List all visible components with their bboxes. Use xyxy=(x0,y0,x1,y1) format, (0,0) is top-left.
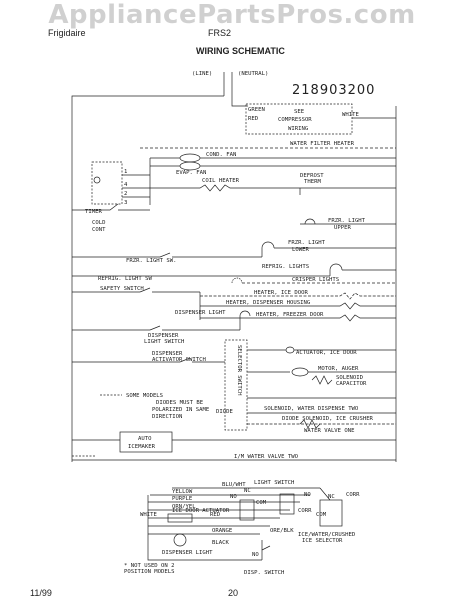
watermark: AppliancePartsPros.com xyxy=(48,0,416,30)
footer-date: 11/99 xyxy=(30,588,52,598)
switch-nc: NC xyxy=(244,488,251,494)
refrig-lights-label: REFRIG. LIGHTS xyxy=(262,264,309,270)
dispenser-light-switch-2: LIGHT SWITCH xyxy=(144,339,184,345)
frzr-light-upper-2: UPPER xyxy=(334,225,351,231)
frzr-light-lower-1: FRZR. LIGHT xyxy=(288,240,326,246)
footer-page: 20 xyxy=(228,588,239,598)
icemaker-label: ICEMAKER xyxy=(128,444,156,450)
frzr-light-sw-label: FRZR. LIGHT SW. xyxy=(126,258,177,264)
refrig-light-sw-label: REFRIG. LIGHT SW xyxy=(98,276,153,282)
ice-water-crushed-1: ICE/WATER/CRUSHED xyxy=(298,532,356,538)
selector-no: NO xyxy=(304,492,311,498)
doc-title: WIRING SCHEMATIC xyxy=(196,46,285,56)
water-filter-heater-label: WATER FILTER HEATER xyxy=(290,141,355,147)
comp-green: GREEN xyxy=(248,107,265,113)
heater-freezer-door-label: HEATER, FREEZER DOOR xyxy=(256,312,324,318)
selector-corr: CORR xyxy=(346,492,360,498)
water-valve-one-label: WATER VALVE ONE xyxy=(304,428,355,434)
actuator-ice-door-label: ACTUATOR, ICE DOOR xyxy=(296,350,357,356)
harness-note-2: POSITION MODELS xyxy=(124,569,175,575)
model-prefix: FRS2 xyxy=(208,28,232,38)
ice-door-actuator-label: ICE DOOR ACTUATOR xyxy=(172,508,230,514)
dispenser-activator-2: ACTIVATOR SWITCH xyxy=(152,357,206,363)
evap-fan-label: EVAP. FAN xyxy=(176,170,206,176)
solenoid-water-two-label: SOLENOID, WATER DISPENSE TWO xyxy=(264,406,359,412)
brand-label: Frigidaire xyxy=(48,28,86,38)
diode-label: DIODE xyxy=(216,409,233,415)
crisper-lights-label: CRISPER LIGHTS xyxy=(292,277,339,283)
terminal-2: 2 xyxy=(124,191,127,197)
disp-switch-label: DISP. SWITCH xyxy=(244,570,284,576)
wire-black: BLACK xyxy=(212,540,229,546)
capacitor-label: CAPACITOR xyxy=(336,381,367,387)
motor-auger-label: MOTOR, AUGER xyxy=(318,366,359,372)
comp-red: RED xyxy=(248,116,259,122)
coil-heater-label: COIL HEATER xyxy=(202,178,240,184)
wire-orange: ORANGE xyxy=(212,528,233,534)
switch-no: NO xyxy=(230,494,237,500)
diodes-note-1: DIODES MUST BE xyxy=(156,400,204,406)
heater-ice-door-label: HEATER, ICE DOOR xyxy=(254,290,309,296)
wire-ore-blk: ORE/BLK xyxy=(270,528,294,534)
terminal-1: 1 xyxy=(124,169,127,175)
safety-switch-label: SAFETY SWITCH xyxy=(100,286,144,292)
cond-fan-label: COND. FAN xyxy=(206,152,236,158)
wire-white: WHITE xyxy=(140,512,157,518)
diodes-note-2: POLARIZED IN SAME xyxy=(152,407,210,413)
wire-purple: PURPLE xyxy=(172,496,193,502)
im-water-valve-two-label: I/M WATER VALVE TWO xyxy=(234,454,299,460)
comp-see: SEE xyxy=(294,109,305,115)
defrost-label: DEFROST xyxy=(300,173,324,179)
comp-white: WHITE xyxy=(342,112,359,118)
neutral-label: (NEUTRAL) xyxy=(238,71,268,77)
wire-orn-yel: ORN/YEL xyxy=(172,504,196,510)
disp-switch-no: NO xyxy=(252,552,259,558)
light-switch-label: LIGHT SWITCH xyxy=(254,480,294,486)
part-number: 218903200 xyxy=(292,83,375,98)
wire-yellow: YELLOW xyxy=(172,489,193,495)
terminal-4: 4 xyxy=(124,182,128,188)
wire-blu-wht: BLU/WHT xyxy=(222,482,246,488)
solenoid-label: SOLENOID xyxy=(336,375,364,381)
comp-wiring: WIRING xyxy=(288,126,309,132)
selector-com: COM xyxy=(316,512,327,518)
cold-label: COLD xyxy=(92,220,106,226)
wire-red: RED xyxy=(210,512,221,518)
timer-label: TIMER xyxy=(85,209,102,215)
heater-dispenser-housing-label: HEATER, DISPENSER HOUSING xyxy=(226,300,311,306)
some-models-label: SOME MODELS xyxy=(126,393,163,399)
dispenser-light-label: DISPENSER LIGHT xyxy=(175,310,226,316)
harness-dispenser-light: DISPENSER LIGHT xyxy=(162,550,213,556)
comp-compressor: COMPRESSOR xyxy=(278,117,312,123)
frzr-light-lower-2: LOWER xyxy=(292,247,309,253)
switch-corr: CORR xyxy=(298,508,312,514)
auto-label: AUTO xyxy=(138,436,152,442)
terminal-3: 3 xyxy=(124,200,127,206)
ice-water-crushed-2: ICE SELECTOR xyxy=(302,538,343,544)
diode-ice-crusher-label: DIODE SOLENOID, ICE CRUSHER xyxy=(282,416,374,422)
diodes-note-3: DIRECTION xyxy=(152,414,182,420)
cont-label: CONT xyxy=(92,227,106,233)
therm-label: THERM xyxy=(304,179,321,185)
dispenser-light-switch-1: DISPENSER xyxy=(148,333,179,339)
harness-note-1: * NOT USED ON 2 xyxy=(124,563,175,569)
selector-nc: NC xyxy=(328,494,335,500)
frzr-light-upper-1: FRZR. LIGHT xyxy=(328,218,366,224)
dispenser-activator-1: DISPENSER xyxy=(152,351,183,357)
switch-com: COM xyxy=(256,500,267,506)
line-label: (LINE) xyxy=(192,71,212,77)
selector-switch-label: SELECTOR SWITCH xyxy=(236,345,242,396)
